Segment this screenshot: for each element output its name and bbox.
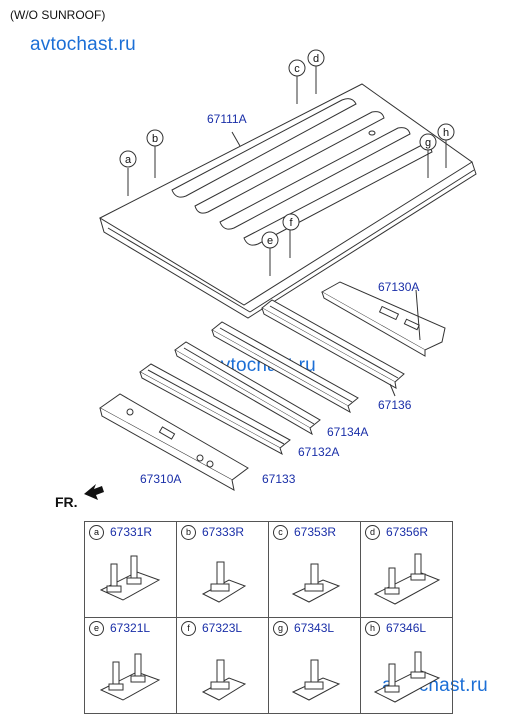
roof-clip-double-icon — [373, 553, 441, 605]
clip-letter: c — [273, 524, 288, 540]
part-label-rear-rail: 67130A — [378, 280, 420, 294]
bow-67136-drawing — [261, 299, 405, 389]
roof-clip-single-icon — [201, 659, 247, 701]
clip-letter: d — [365, 524, 380, 540]
clip-cell-e: e 67321L — [84, 617, 177, 714]
variant-note: (W/O SUNROOF) — [10, 8, 106, 22]
clip-cell-g: g 67343L — [268, 617, 361, 714]
part-label-bow-67136: 67136 — [378, 398, 412, 412]
clip-cell-d: d 67356R — [360, 521, 453, 618]
clip-letter: a — [89, 524, 104, 540]
bow-67133-drawing — [139, 363, 291, 456]
front-rail-drawing — [99, 393, 249, 491]
roof-clip-double-icon — [99, 653, 161, 701]
part-label-bow-67132a: 67132A — [298, 445, 340, 459]
clip-cell-h: h 67346L — [360, 617, 453, 714]
part-label-bow-67133: 67133 — [262, 472, 296, 486]
callout-a: a — [119, 150, 137, 168]
callout-b-letter: b — [152, 133, 158, 145]
callout-e-letter: e — [267, 235, 273, 247]
callout-h: h — [437, 123, 455, 141]
clip-part-number: 67333R — [202, 525, 245, 539]
clip-part-number: 67321L — [110, 621, 151, 635]
clip-letter: b — [181, 524, 196, 540]
watermark-top: avtochast.ru — [30, 34, 136, 55]
bow-67134a-drawing — [211, 321, 359, 414]
callout-g-letter: g — [425, 137, 431, 149]
part-label-front-rail: 67310A — [140, 472, 182, 486]
roof-panel-drawing — [98, 83, 477, 319]
callout-g: g — [419, 133, 437, 151]
callout-f: f — [282, 213, 300, 231]
clip-part-number: 67331R — [110, 525, 153, 539]
roof-clip-double-icon — [373, 651, 441, 703]
callout-c-letter: c — [294, 63, 300, 75]
callout-d: d — [307, 49, 325, 67]
clip-cell-a: a 67331R — [84, 521, 177, 618]
clip-part-number: 67346L — [386, 621, 427, 635]
callout-h-letter: h — [443, 127, 449, 139]
callout-e: e — [261, 231, 279, 249]
rear-rail-drawing — [320, 281, 446, 357]
clip-cell-f: f 67323L — [176, 617, 269, 714]
part-label-roof-panel: 67111A — [207, 112, 247, 126]
clip-cell-b: b 67333R — [176, 521, 269, 618]
callout-d-letter: d — [313, 53, 319, 65]
roof-clip-single-icon — [201, 561, 247, 603]
front-direction-label: FR. — [55, 494, 78, 510]
clip-letter: f — [181, 620, 196, 636]
clip-cell-c: c 67353R — [268, 521, 361, 618]
callout-a-letter: a — [125, 154, 132, 166]
callout-b: b — [146, 129, 164, 147]
clip-part-number: 67343L — [294, 621, 335, 635]
clip-part-number: 67323L — [202, 621, 243, 635]
roof-clip-single-icon — [291, 659, 341, 701]
clip-letter: e — [89, 620, 104, 636]
callout-f-letter: f — [289, 217, 293, 229]
part-label-bow-67134a: 67134A — [327, 425, 369, 439]
clip-part-number: 67353R — [294, 525, 337, 539]
roof-clip-double-icon — [99, 555, 161, 601]
front-arrow-icon — [84, 484, 104, 500]
clip-letter: g — [273, 620, 288, 636]
clip-part-number: 67356R — [386, 525, 429, 539]
bow-67132a-drawing — [174, 341, 321, 436]
leader-lines — [127, 66, 447, 397]
roof-clip-single-icon — [291, 563, 341, 603]
clip-letter: h — [365, 620, 380, 636]
callout-c: c — [288, 59, 306, 77]
